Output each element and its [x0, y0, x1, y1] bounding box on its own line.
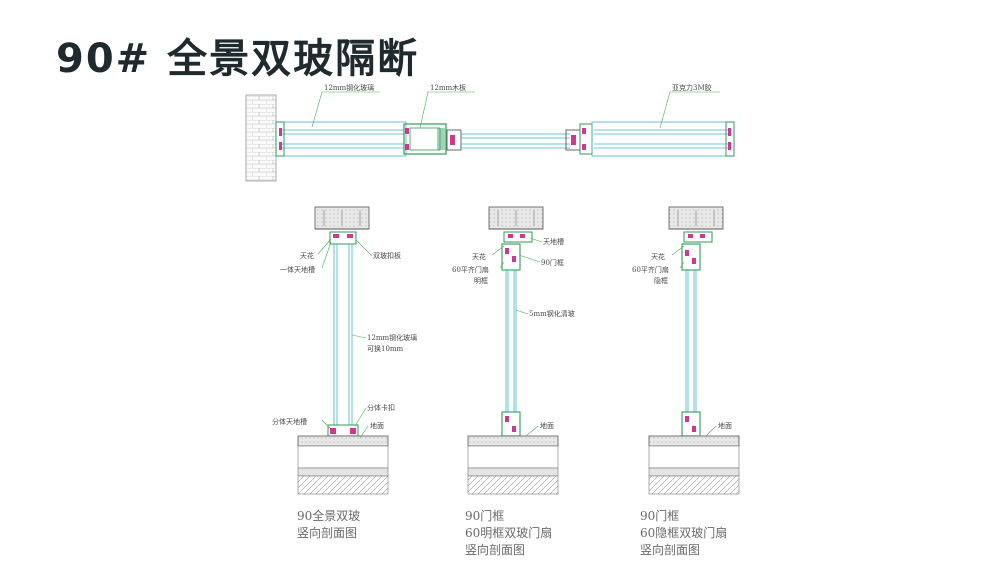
s2-label-floor: 地面: [540, 421, 554, 430]
s1-label-clip: 分体卡扣: [367, 403, 395, 412]
s1-label-glass-a: 12mm钢化玻璃: [367, 333, 417, 342]
plan-view: 12mm钢化玻璃 12mm木板 亚克力3M胶: [245, 83, 735, 182]
s2-label-frame: 90门框: [541, 258, 564, 267]
caption-section-2: 90门框 60明框双玻门扇 竖向剖面图: [465, 508, 552, 559]
page-title: 90# 全景双玻隔断: [56, 36, 420, 82]
plan-label-glass: 12mm钢化玻璃: [324, 83, 374, 92]
plan-door-frame: [403, 123, 462, 155]
s2-label-track: 天地槽: [543, 237, 564, 246]
plan-fixed-panel-left: [275, 121, 407, 157]
caption-line: 90全景双玻: [297, 509, 361, 523]
caption-line: 60隐框双玻门扇: [640, 526, 728, 540]
plan-fixed-panel-right: [579, 121, 735, 157]
caption-line: 90门框: [465, 509, 505, 523]
s2-label-door-b: 明框: [474, 276, 488, 285]
s3-label-door-a: 60平齐门扇: [632, 265, 669, 274]
s1-label-split-track: 分体天地槽: [272, 417, 307, 426]
s1-label-floor: 地面: [370, 421, 384, 430]
s1-label-cover: 双玻扣板: [373, 251, 401, 260]
s2-label-ceiling: 天花: [472, 252, 486, 261]
s1-label-track: 一体天地槽: [280, 265, 315, 274]
section-2: 天花 天地槽 90门框 60平齐门扇 明框 5mm钢化清玻 地面: [452, 206, 575, 495]
caption-section-3: 90门框 60隐框双玻门扇 竖向剖面图: [640, 508, 727, 559]
section-3: 天花 60平齐门扇 隐框 地面: [632, 206, 740, 495]
section-1: 天花 一体天地槽 双玻扣板 12mm钢化玻璃 可换10mm 分体天地槽 分体卡扣…: [272, 206, 417, 495]
caption-line: 60明框双玻门扇: [465, 526, 553, 540]
s1-label-ceiling: 天花: [300, 251, 314, 260]
plan-door-glass: [461, 129, 581, 151]
s3-label-door-b: 隐框: [654, 276, 668, 285]
s3-label-floor: 地面: [718, 421, 732, 430]
caption-line: 竖向剖面图: [640, 543, 701, 557]
caption-line: 竖向剖面图: [465, 543, 526, 557]
plan-label-glue: 亚克力3M胶: [672, 83, 712, 92]
caption-section-1: 90全景双玻 竖向剖面图: [297, 508, 360, 542]
plan-label-wood: 12mm木板: [430, 83, 466, 92]
brick-wall: [245, 94, 277, 182]
caption-line: 竖向剖面图: [297, 526, 358, 540]
s1-label-glass-b: 可换10mm: [367, 344, 404, 353]
s3-label-ceiling: 天花: [651, 252, 665, 261]
caption-line: 90门框: [640, 509, 680, 523]
s2-label-glass: 5mm钢化清玻: [529, 309, 575, 318]
s2-label-door-a: 60平齐门扇: [452, 265, 489, 274]
